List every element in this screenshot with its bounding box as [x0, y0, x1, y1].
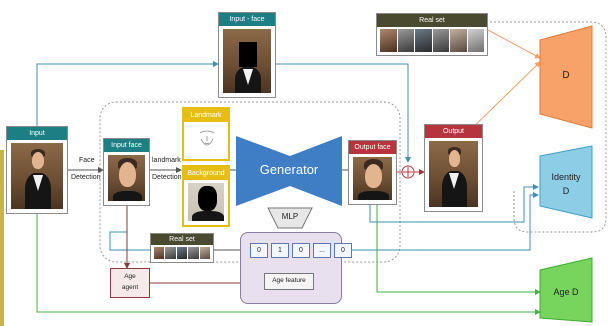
output-face-header: Output face: [349, 141, 396, 154]
real-set-top-card: Real set: [376, 13, 488, 56]
landmark-face-sketch: [199, 130, 215, 146]
input-card: Input: [6, 126, 68, 214]
identity-d-label-line1: Identity: [551, 172, 581, 182]
real-set-bottom-header: Real set: [151, 234, 213, 245]
age-feature-box: [264, 273, 314, 290]
face-mask: [239, 42, 257, 67]
input-face-photo: [108, 155, 145, 201]
arrow-output-face-to-identity: [369, 184, 539, 223]
output-photo: [429, 141, 478, 207]
arrow-output-face-to-age-d: [376, 205, 541, 295]
output-header: Output: [425, 125, 482, 138]
generator-shape: [236, 136, 342, 206]
input-face-header: Input face: [104, 139, 149, 152]
vector-cell: 0: [334, 243, 352, 258]
age-feature-label: Age feature: [272, 277, 306, 284]
age-d-label: Age D: [553, 287, 579, 297]
age-agent-line1: Age: [124, 273, 136, 280]
detection-mid-label: Detection: [152, 174, 182, 181]
landmark-label: landmark: [152, 157, 181, 164]
arrow-input-to-age-d: [36, 212, 541, 315]
background-card: Background: [182, 165, 230, 227]
real-set-top-header: Real set: [377, 14, 487, 27]
d-shape: [539, 25, 593, 129]
input-face-card: Input face: [103, 138, 150, 206]
arrow-input-to-input-face: [36, 61, 219, 130]
mlp-shape: [267, 207, 313, 229]
input-face-top-photo: [223, 29, 271, 93]
d-label: D: [562, 70, 570, 81]
output-face-photo: [353, 157, 392, 200]
age-d-shape: [539, 257, 593, 323]
input-face-top-header: Input - face: [219, 13, 275, 26]
arrow-real-set-to-d: [487, 29, 541, 59]
real-set-top-thumbnails: [380, 29, 484, 52]
vector-cell: 0: [292, 243, 310, 258]
left-edge-strip: [0, 150, 4, 326]
detection-left-label: Detection: [71, 174, 101, 181]
age-agent-box: [110, 268, 150, 298]
vector-cell: ...: [313, 243, 331, 258]
generator-region: [99, 101, 401, 263]
vector-cell: 1: [271, 243, 289, 258]
real-set-bottom-thumbnails: [154, 247, 211, 259]
arrow-input-face-to-plus: [276, 63, 411, 163]
age-agent-line2: agent: [121, 284, 139, 291]
vector-cell: 0: [250, 243, 268, 258]
output-card: Output: [424, 124, 483, 212]
input-face-top-card: Input - face: [218, 12, 276, 98]
background-face-mask: [198, 186, 217, 211]
input-photo: [11, 143, 63, 209]
input-header: Input: [7, 127, 67, 140]
generator-label: Generator: [259, 162, 319, 177]
output-face-card: Output face: [348, 140, 397, 205]
identity-d-shape: [539, 145, 593, 219]
plus-icon: [401, 165, 415, 179]
background-photo: [188, 183, 224, 221]
age-one-hot-vector: 0 1 0 ... 0: [250, 243, 352, 258]
mlp-label: MLP: [281, 212, 299, 221]
identity-d-label-line2: D: [562, 186, 570, 196]
landmark-header: Landmark: [184, 109, 228, 122]
real-set-bottom-card: Real set: [150, 233, 214, 263]
background-header: Background: [184, 167, 228, 180]
landmark-card: Landmark: [182, 107, 230, 161]
face-label: Face: [79, 157, 95, 164]
discriminator-region: [478, 21, 607, 233]
